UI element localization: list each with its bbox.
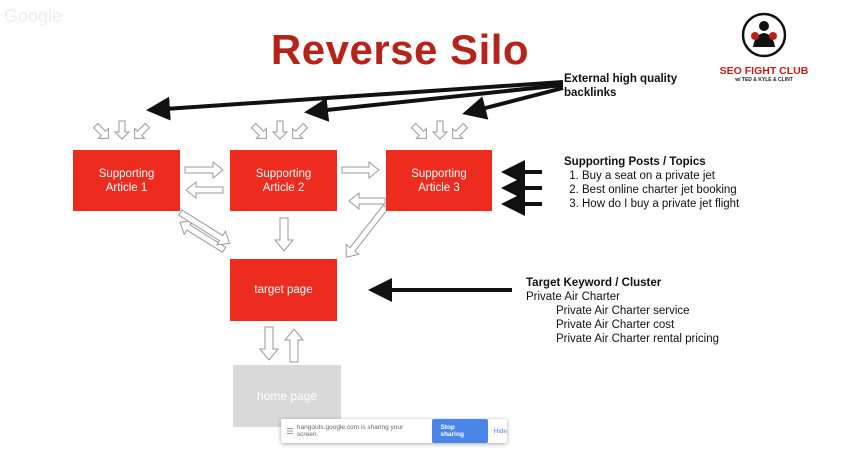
- fighter-icon: [741, 12, 787, 58]
- keyword-cluster-note: Target Keyword / Cluster Private Air Cha…: [526, 276, 719, 346]
- backlinks-line1: External high quality: [564, 73, 678, 85]
- keyword-main: Private Air Charter: [526, 291, 620, 303]
- share-message: hangouts.google.com is sharing your scre…: [296, 424, 404, 438]
- backlinks-note: External high quality backlinks: [564, 72, 677, 100]
- supporting-article-1-box: Supporting Article 1: [73, 150, 180, 211]
- article2-line2: Article 2: [262, 181, 305, 194]
- target-page-box: target page: [230, 259, 337, 321]
- topic-item: How do I buy a private jet flight: [582, 197, 739, 211]
- seo-fight-club-logo: SEO FIGHT CLUB w/ TED & KYLE & CLINT: [714, 12, 814, 83]
- backlinks-line2: backlinks: [564, 87, 617, 99]
- stop-sharing-button[interactable]: Stop sharing: [432, 419, 488, 443]
- article2-line1: Supporting: [255, 167, 312, 180]
- supporting-article-3-box: Supporting Article 3: [386, 150, 492, 211]
- topic-item: Buy a seat on a private jet: [582, 169, 739, 183]
- topic-item: Best online charter jet booking: [582, 183, 739, 197]
- home-page-box: home page: [233, 365, 341, 427]
- hollow-arrow-group: [92, 120, 469, 363]
- backlink-arrow-article2: [304, 83, 564, 122]
- supporting-topics-note: Supporting Posts / Topics Buy a seat on …: [564, 155, 739, 211]
- keyword-item: Private Air Charter service: [556, 305, 690, 317]
- article1-line2: Article 1: [105, 181, 148, 194]
- keyword-item: Private Air Charter cost: [556, 319, 675, 331]
- screen-share-bar: hangouts.google.com is sharing your scre…: [281, 419, 507, 443]
- article3-line1: Supporting: [411, 167, 467, 180]
- drag-handle-icon[interactable]: [287, 428, 293, 434]
- keyword-heading: Target Keyword / Cluster: [526, 277, 662, 289]
- backlink-arrow-article1: [146, 80, 564, 121]
- keyword-item: Private Air Charter rental pricing: [556, 333, 719, 345]
- supporting-heading: Supporting Posts / Topics: [564, 156, 706, 168]
- watermark: Google: [4, 6, 63, 26]
- backlink-arrow-article3: [462, 86, 564, 120]
- diagram-title: Reverse Silo: [270, 26, 530, 73]
- article3-line2: Article 3: [418, 181, 460, 194]
- supporting-topics-list: Buy a seat on a private jet Best online …: [564, 169, 739, 211]
- logo-brand: SEO FIGHT CLUB: [719, 65, 809, 77]
- article1-line1: Supporting: [98, 167, 155, 180]
- hide-link[interactable]: Hide: [493, 427, 507, 435]
- supporting-article-2-box: Supporting Article 2: [230, 150, 337, 211]
- logo-tagline: w/ TED & KYLE & CLINT: [735, 77, 793, 83]
